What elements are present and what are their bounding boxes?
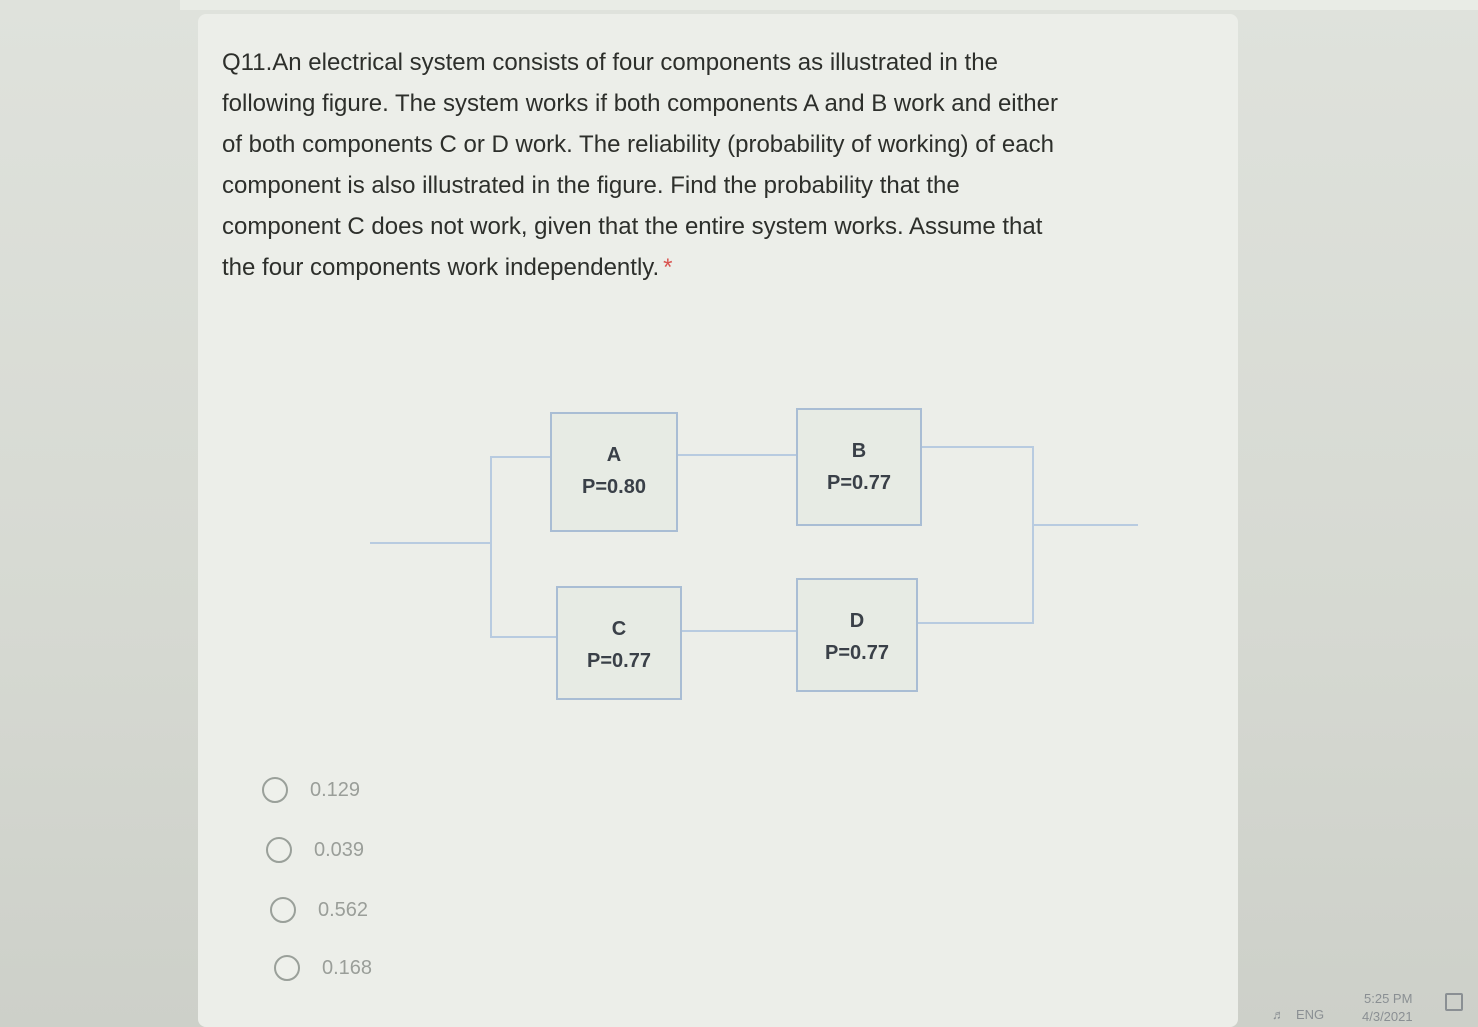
component-b-prob: P=0.77: [827, 472, 891, 494]
required-marker: *: [663, 254, 673, 281]
component-b: B P=0.77: [796, 408, 922, 526]
wire-b-out: [920, 446, 1032, 448]
browser-top-edge: [180, 0, 1478, 10]
component-d-prob: P=0.77: [825, 642, 889, 664]
answer-option[interactable]: 0.168: [274, 948, 372, 988]
component-d-name: D: [849, 610, 865, 632]
clock-date[interactable]: 4/3/2021: [1362, 1009, 1413, 1024]
clock-time[interactable]: 5:25 PM: [1364, 991, 1413, 1006]
answer-option-label: 0.129: [310, 778, 361, 801]
answer-option[interactable]: 0.562: [270, 890, 368, 930]
input-wire: [370, 542, 490, 544]
answer-option[interactable]: 0.039: [266, 830, 364, 870]
question-text: Q11.An electrical system consists of fou…: [222, 42, 1182, 288]
language-indicator[interactable]: ENG: [1296, 1007, 1325, 1022]
component-c: C P=0.77: [556, 586, 682, 700]
left-bus-wire: [490, 456, 492, 638]
wire-to-a: [490, 456, 550, 458]
radio-button[interactable]: [270, 897, 296, 923]
question-body: Q11.An electrical system consists of fou…: [222, 49, 1058, 281]
wire-a-to-b: [676, 454, 796, 456]
component-c-name: C: [611, 618, 627, 640]
answer-option[interactable]: 0.129: [262, 770, 360, 810]
component-b-name: B: [851, 440, 867, 462]
circuit-diagram: A P=0.80 B P=0.77 C P=0.77 D P=0.77: [360, 400, 1150, 710]
radio-button[interactable]: [266, 837, 292, 863]
radio-button[interactable]: [262, 777, 288, 803]
output-wire: [1032, 524, 1138, 526]
taskbar-tray: ♬ ENG 5:25 PM 4/3/2021: [1150, 985, 1478, 1027]
answer-option-label: 0.562: [318, 898, 369, 921]
speaker-icon[interactable]: ♬: [1272, 1007, 1285, 1022]
answer-option-label: 0.168: [322, 956, 373, 979]
component-a-prob: P=0.80: [582, 476, 646, 498]
component-c-prob: P=0.77: [587, 650, 651, 672]
component-a: A P=0.80: [550, 412, 678, 532]
right-bus-wire: [1032, 446, 1034, 624]
question-card: [198, 14, 1238, 1027]
wire-c-to-d: [680, 630, 796, 632]
answer-option-label: 0.039: [314, 838, 365, 861]
radio-button[interactable]: [274, 955, 300, 981]
component-a-name: A: [606, 444, 622, 466]
component-d: D P=0.77: [796, 578, 918, 692]
wire-d-out: [916, 622, 1032, 624]
notification-icon[interactable]: [1445, 993, 1463, 1011]
wire-to-c: [490, 636, 556, 638]
